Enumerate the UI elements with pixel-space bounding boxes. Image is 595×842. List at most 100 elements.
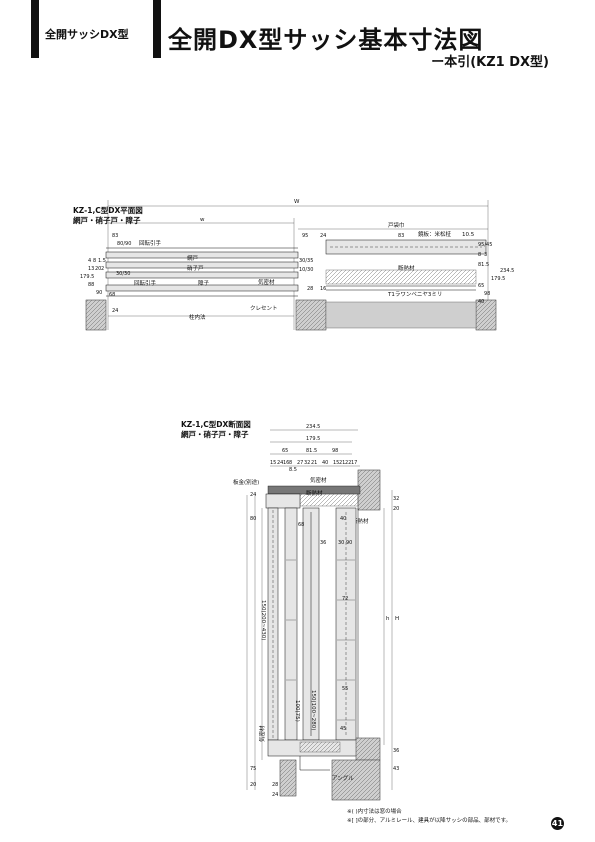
- plan-mid-dims: 30/35 10/30 28 16: [299, 258, 326, 292]
- plan-label-inner: 柱内法: [189, 313, 206, 321]
- sec-panel-ticks: [286, 559, 355, 721]
- plan-label-amido: 網戸: [187, 254, 199, 262]
- sec-dim-side-6: 90: [346, 540, 352, 546]
- plan-dim-left-6: 2: [101, 266, 104, 272]
- sec-dim-side-1: 80: [250, 516, 256, 522]
- sec-dim-top-5: 15: [270, 460, 276, 466]
- sec-dim-top-9: 8.5: [289, 467, 297, 473]
- plan-dim-right-5: 179.5: [491, 276, 505, 282]
- plan-label-kagami: 鏡板：米松柾: [418, 230, 452, 238]
- plan-dim-mid-3: 16: [320, 286, 326, 292]
- sec-dim-side-4: 36: [320, 540, 326, 546]
- plan-dim-right-6: 65: [478, 283, 484, 289]
- plan-right-dims: 95/45 8 3 81.5 234.5 179.5 65 98 40: [478, 242, 514, 305]
- plan-dim-left-2: 8: [93, 258, 96, 264]
- sec-dim-side-2: 68: [298, 522, 304, 528]
- plan-dim-top-2: 24: [320, 233, 326, 239]
- plan-label-crescent: クレセント: [250, 305, 278, 312]
- section-tag: 全開サッシDX型: [45, 28, 129, 41]
- sec-dim-side-15: 24: [272, 792, 278, 798]
- plan-label-handle1: 回転引手: [139, 239, 162, 247]
- footnotes: ※( )内寸法は窓の場合 ※[ ]の部分、アルミレール、建具が以降サッシの部品、…: [347, 808, 511, 826]
- plan-dim-mid-1: 10/30: [299, 267, 313, 273]
- plan-drawing: W w 戸袋巾 回転引手 網戸 硝子戸 回転引手 障子: [80, 199, 514, 331]
- sec-dim-top-6: 24: [277, 460, 283, 466]
- plan-pocket-wall: [325, 301, 477, 329]
- sec-dim-top-4: 98: [332, 448, 338, 454]
- sec-label-flashing: 板金(別途): [233, 478, 259, 486]
- sec-dim-top-3: 81.5: [306, 448, 317, 454]
- sec-angle: [299, 756, 330, 771]
- plan-dim-left-7: 179.5: [80, 274, 94, 280]
- plan-caption-line2: 網戸・硝子戸・障子: [73, 216, 141, 225]
- plan-label-w-total: W: [294, 199, 300, 205]
- sec-dim-side-9: 75: [250, 766, 256, 772]
- plan-label-seal: 気密材: [258, 278, 275, 286]
- plan-label-shoji: 障子: [198, 279, 210, 287]
- plan-dim-right-8: 40: [478, 299, 484, 305]
- section-caption: KZ-1,C型DX断面図 網戸・硝子戸・障子: [181, 420, 251, 440]
- sec-dim-side-3: 40: [340, 516, 346, 522]
- sec-label-h-big: H: [395, 616, 399, 622]
- footnote-1: ※( )内寸法は窓の場合: [347, 809, 402, 815]
- plan-dim-right-1: 8: [478, 252, 481, 258]
- sec-dim-side-17: 55: [342, 686, 348, 692]
- plan-left-dims: 80/90 4 8 1.5 13 20 2 179.5 88 30/30 90 …: [80, 241, 131, 314]
- plan-dim-left-8: 88: [88, 282, 94, 288]
- plan-dim-mid-2: 28: [307, 286, 313, 292]
- sec-label-pitch2: 150(100~280): [310, 690, 316, 730]
- sec-dim-side-18: 72: [342, 596, 348, 602]
- sec-dim-top-7: 16: [283, 460, 289, 466]
- plan-dim-right-0: 95/45: [478, 242, 492, 248]
- sec-dims-small-row: 15 24 16 8 8.5 27 32 21 40 15 21 22 17: [270, 460, 357, 473]
- sec-label-pitch3: 100(75): [294, 700, 300, 722]
- sec-dim-top-17: 17: [351, 460, 357, 466]
- sec-dim-side-10: 20: [250, 782, 256, 788]
- sec-label-h-small: h: [386, 616, 390, 622]
- sec-dim-side-12: 36: [393, 748, 399, 754]
- plan-dim-left-9: 30/30: [116, 271, 130, 277]
- sec-dim-top-0: 234.5: [306, 424, 320, 430]
- page-number: 41: [551, 817, 564, 830]
- plan-dim-top-0: 83: [112, 233, 118, 239]
- sec-dim-top-1: 179.5: [306, 436, 320, 442]
- page-title: 全開DX型サッシ基本寸法図: [168, 26, 484, 54]
- plan-dim-left-11: 68: [109, 292, 115, 298]
- sec-dim-top-14: 15: [333, 460, 339, 466]
- plan-dim-left-10: 90: [96, 290, 102, 296]
- sec-dim-side-0: 24: [250, 492, 256, 498]
- plan-insulation: [325, 269, 477, 285]
- plan-dim-left-0: 80/90: [117, 241, 131, 247]
- plan-label-w-open: w: [200, 217, 205, 223]
- sec-label-seal-bottom: 気密材: [258, 725, 266, 742]
- plan-dim-left-5: 20: [95, 266, 101, 272]
- sec-label-seal-top: 気密材: [310, 476, 327, 484]
- sec-dim-top-12: 21: [311, 460, 317, 466]
- sec-dim-top-13: 40: [322, 460, 328, 466]
- plan-label-kagami-dim: 10.5: [462, 232, 475, 238]
- plan-label-plywood: T1ラワンベニヤ3ミリ: [387, 291, 442, 298]
- sec-dim-side-13: 32: [393, 496, 399, 502]
- plan-dim-top-3: 83: [398, 233, 404, 239]
- header-bar-right: [153, 0, 161, 58]
- section-caption-line1: KZ-1,C型DX断面図: [181, 420, 251, 429]
- footnote-2: ※[ ]の部分、アルミレール、建具が以降サッシの部品、部材です。: [347, 818, 512, 824]
- plan-label-handle2: 回転引手: [134, 279, 157, 287]
- plan-label-door-width: 戸袋巾: [388, 221, 405, 229]
- section-caption-line2: 網戸・硝子戸・障子: [181, 430, 249, 439]
- plan-dim-left-12: 24: [112, 308, 118, 314]
- sec-label-angle: アングル: [332, 774, 354, 782]
- plan-dim-top-1: 95: [302, 233, 308, 239]
- plan-dim-right-3: 81.5: [478, 262, 489, 268]
- plan-dim-right-7: 98: [484, 291, 490, 297]
- plan-dim-right-2: 3: [484, 252, 487, 258]
- plan-dim-mid-0: 30/35: [299, 258, 313, 264]
- plan-dim-left-4: 13: [88, 266, 94, 272]
- plan-dim-left-1: 4: [88, 258, 91, 264]
- sec-dim-side-5: 30: [338, 540, 344, 546]
- plan-dim-left-3: 1.5: [98, 258, 106, 264]
- sec-dim-top-10: 27: [297, 460, 303, 466]
- plan-label-insulation: 断熱材: [398, 264, 415, 272]
- plan-dim-right-4: 234.5: [500, 268, 514, 274]
